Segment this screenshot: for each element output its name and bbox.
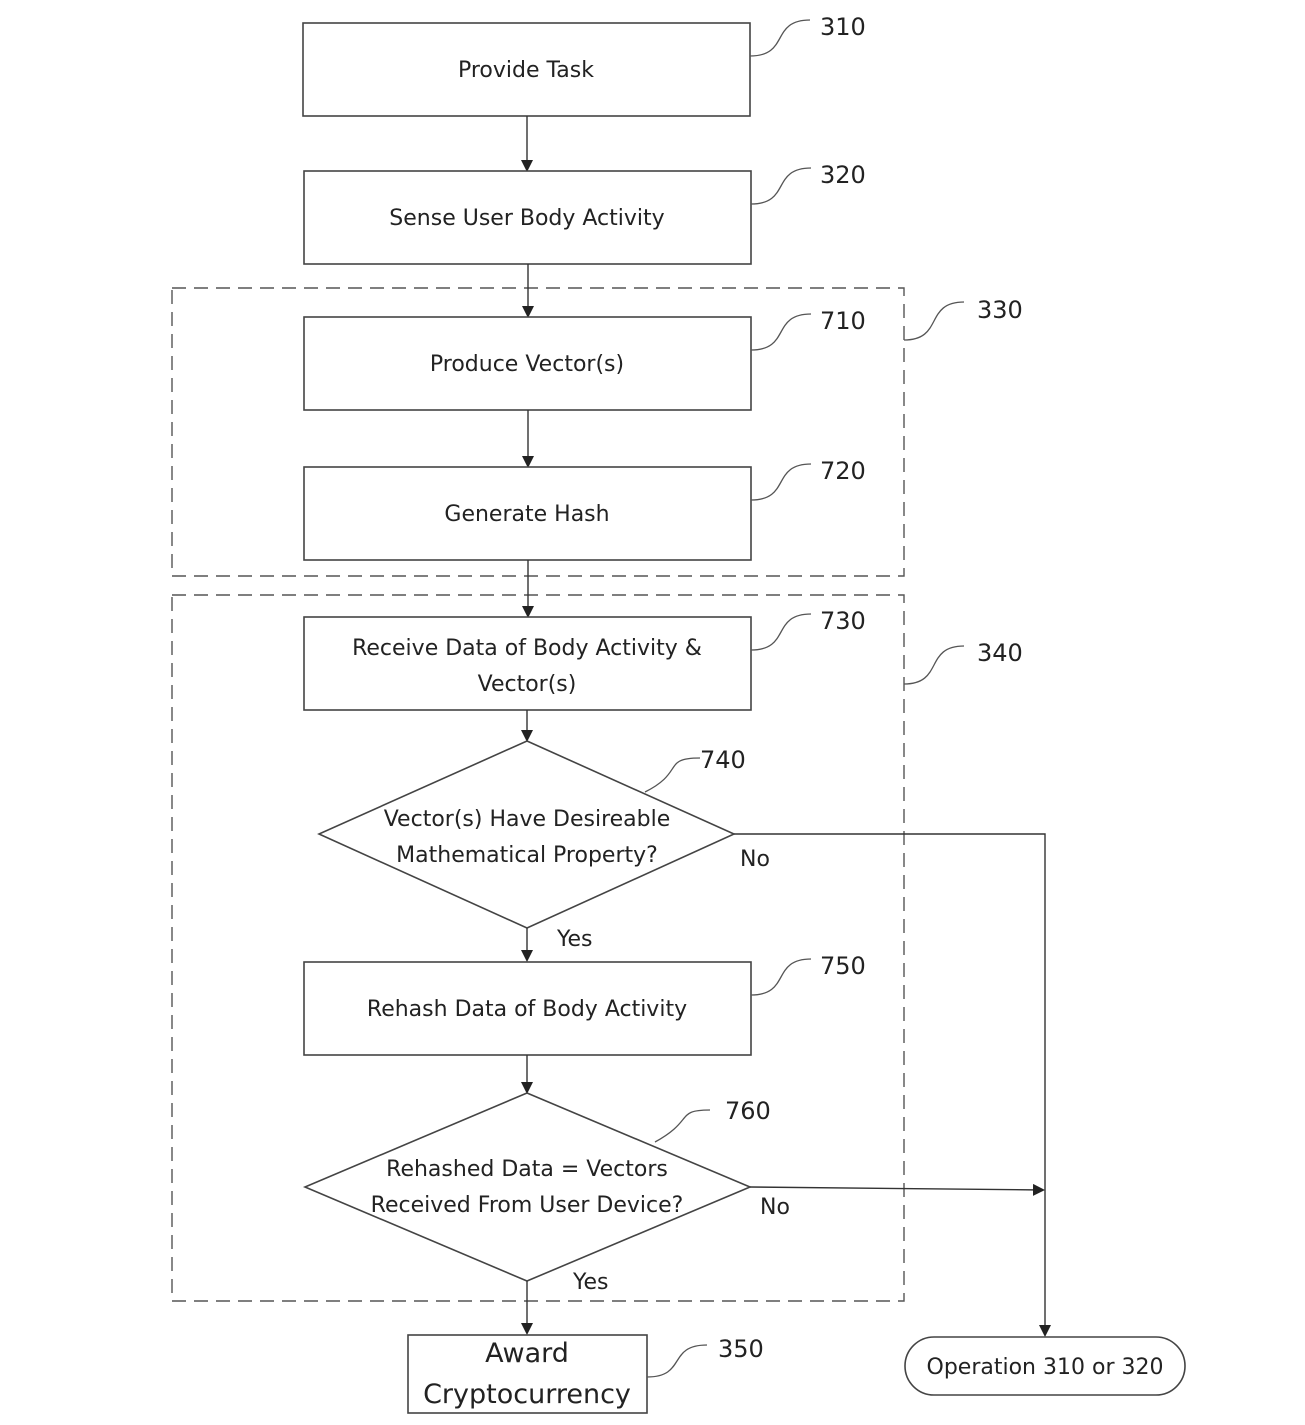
arrow-760-no: [749, 1183, 1045, 1196]
decision-740: Vector(s) Have Desireable Mathematical P…: [317, 740, 746, 929]
step-310-label: Provide Task: [458, 58, 594, 83]
step-350-line1: Award: [485, 1338, 569, 1369]
ref-720: 720: [820, 457, 866, 485]
ref-330: 330: [977, 296, 1023, 324]
arrow-740-no: [734, 833, 1051, 1337]
step-710: Produce Vector(s) 710: [303, 307, 866, 411]
leader-330: [903, 301, 965, 341]
step-750: Rehash Data of Body Activity 750: [303, 952, 866, 1056]
edge-760-yes-label: Yes: [572, 1270, 609, 1295]
group-330-frame: [171, 287, 905, 577]
step-350-line2: Cryptocurrency: [423, 1379, 631, 1410]
ref-310: 310: [820, 13, 866, 41]
ref-340: 340: [977, 639, 1023, 667]
decision-760-line2: Received From User Device?: [371, 1193, 684, 1218]
step-350: Award Cryptocurrency 350: [407, 1334, 764, 1414]
step-720-box: [303, 466, 752, 561]
ref-320: 320: [820, 161, 866, 189]
step-730-label-line1: Receive Data of Body Activity &: [352, 636, 702, 661]
ref-710: 710: [820, 307, 866, 335]
decision-760-diamond: [302, 1092, 753, 1282]
leader-730: [750, 613, 812, 651]
edge-760-no-label: No: [760, 1195, 790, 1220]
step-350-box: [407, 1334, 648, 1414]
decision-740-line2: Mathematical Property?: [396, 843, 658, 868]
step-320-label: Sense User Body Activity: [389, 206, 664, 231]
step-320-box: [303, 170, 752, 265]
step-710-label: Produce Vector(s): [430, 352, 624, 377]
ref-730: 730: [820, 607, 866, 635]
step-710-box: [303, 316, 752, 411]
leader-710: [750, 313, 812, 351]
ref-740: 740: [700, 746, 746, 774]
decision-760-line1: Rehashed Data = Vectors: [386, 1157, 668, 1182]
terminal-label: Operation 310 or 320: [927, 1355, 1164, 1380]
ref-350: 350: [718, 1335, 764, 1363]
edge-740-yes-label: Yes: [556, 927, 593, 952]
step-730: Receive Data of Body Activity & Vector(s…: [303, 607, 866, 711]
step-730-box: [303, 616, 752, 711]
group-340-frame: [171, 594, 905, 1302]
step-750-box: [303, 961, 752, 1056]
edge-740-no-label: No: [740, 847, 770, 872]
step-720: Generate Hash 720: [303, 457, 866, 561]
decision-760: Rehashed Data = Vectors Received From Us…: [302, 1092, 771, 1282]
step-310-box: [302, 22, 751, 117]
step-720-label: Generate Hash: [444, 502, 609, 527]
leader-750: [750, 958, 812, 996]
ref-750: 750: [820, 952, 866, 980]
terminal-operation: Operation 310 or 320: [904, 1336, 1186, 1396]
step-320: Sense User Body Activity 320: [303, 161, 866, 265]
leader-340: [903, 645, 965, 685]
step-750-label: Rehash Data of Body Activity: [367, 997, 687, 1022]
step-310: Provide Task 310: [302, 13, 866, 117]
terminal-box: [904, 1336, 1186, 1396]
leader-320: [750, 167, 812, 205]
leader-760: [654, 1109, 711, 1143]
leader-720: [750, 463, 812, 501]
leader-310: [749, 19, 811, 57]
decision-740-line1: Vector(s) Have Desireable: [384, 807, 671, 832]
leader-740: [644, 757, 701, 793]
ref-760: 760: [725, 1097, 771, 1125]
step-730-label-line2: Vector(s): [478, 672, 577, 697]
leader-350: [646, 1344, 708, 1378]
